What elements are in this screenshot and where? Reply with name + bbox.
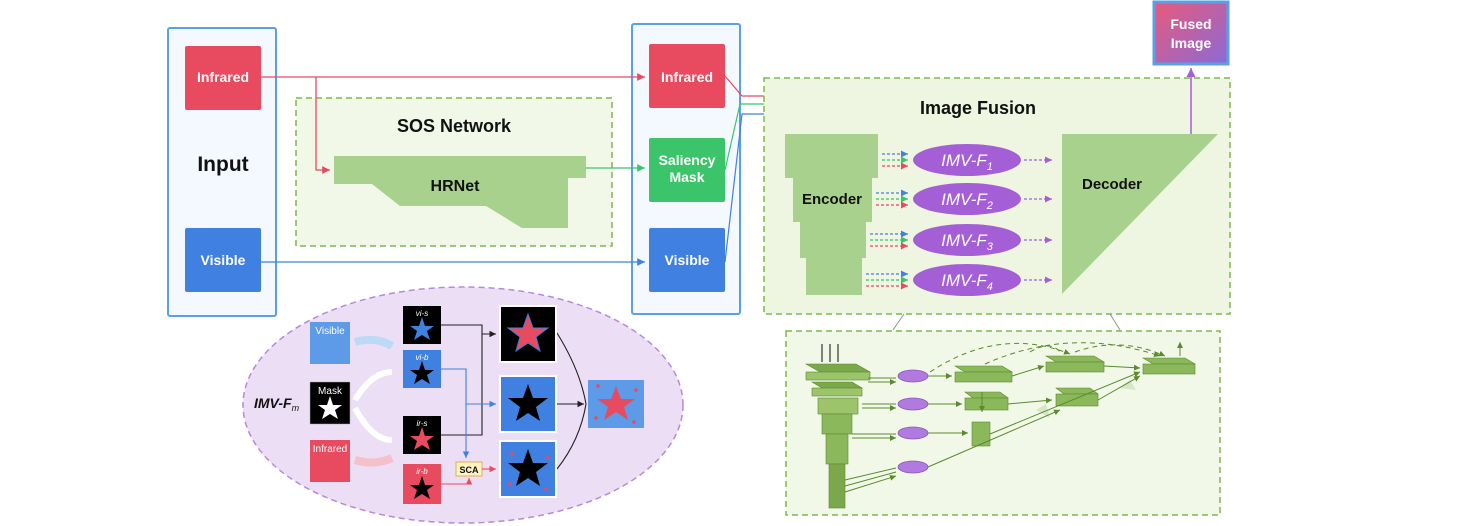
imv-f1: IMV-F1 (913, 144, 1021, 176)
decoder-block: Decoder (1062, 134, 1218, 294)
sos-network-panel: SOS Network HRNet (295, 97, 613, 247)
fusion-title: Image Fusion (920, 98, 1036, 118)
combined-salient-image (499, 305, 557, 363)
hrnet-block: HRNet (334, 156, 586, 228)
detail-imv-discs (897, 369, 929, 474)
imv-f3: IMV-F3 (913, 224, 1021, 256)
detail-connectors (441, 324, 587, 485)
combined-sca-image (499, 440, 557, 498)
combined-background-image (499, 375, 557, 433)
input-infrared-box: Infrared (185, 46, 261, 110)
imv-detail-title: IMV-F (254, 395, 292, 411)
detail-infrared-label: Infrared (313, 444, 347, 455)
middle-panel: Infrared Saliency Mask Visible (631, 23, 741, 315)
ir-s-tag: ir-s (417, 419, 428, 428)
detail-mask-box: Mask (309, 381, 351, 425)
input-visible-box: Visible (185, 228, 261, 292)
imv-f2-sub: 2 (986, 200, 993, 212)
input-panel: Infrared Input Visible (167, 27, 277, 317)
detail-decoder-blocks (953, 355, 1197, 447)
detail-visible-label: Visible (315, 326, 345, 337)
sos-title: SOS Network (397, 116, 512, 136)
hrnet-label: HRNet (431, 178, 481, 195)
saliency-mask-box: Saliency Mask (649, 138, 725, 202)
middle-visible-label: Visible (665, 252, 710, 268)
svg-text:IMV-F3: IMV-F3 (941, 231, 994, 253)
middle-visible-box: Visible (649, 228, 725, 292)
input-infrared-label: Infrared (197, 69, 249, 85)
ir-s-image: ir-s (403, 416, 441, 454)
sca-label: SCA (459, 465, 479, 475)
ir-b-tag: ir-b (416, 467, 428, 476)
decoder-label: Decoder (1082, 176, 1142, 193)
fused-label-line1: Fused (1170, 16, 1211, 32)
fused-detail-image (588, 380, 644, 428)
imv-f3-sub: 3 (987, 241, 994, 253)
ir-b-image: ir-b (403, 464, 441, 504)
detail-infrared-box: Infrared (310, 440, 350, 482)
vi-b-tag: vi-b (416, 353, 429, 362)
svg-text:IMV-F2: IMV-F2 (941, 190, 993, 212)
imv-f4: IMV-F4 (913, 264, 1021, 296)
sca-box: SCA (455, 461, 483, 477)
svg-text:IMV-Fm: IMV-Fm (254, 395, 300, 413)
detail-mask-label: Mask (318, 386, 343, 397)
detail-visible-box: Visible (310, 322, 350, 364)
imv-f3-base: IMV-F (941, 231, 988, 250)
network-detail-panel (785, 313, 1221, 516)
imv-f4-sub: 4 (987, 281, 993, 293)
vi-b-image: vi-b (403, 350, 441, 388)
middle-infrared-box: Infrared (649, 44, 725, 108)
encoder-label: Encoder (802, 191, 862, 208)
encoder-to-imv-arrows (866, 150, 908, 290)
imv-f2-base: IMV-F (941, 190, 988, 209)
fused-label-line2: Image (1171, 35, 1212, 51)
imv-f1-sub: 1 (987, 161, 993, 173)
svg-text:IMV-F4: IMV-F4 (941, 271, 993, 293)
input-visible-label: Visible (201, 252, 246, 268)
detail-skip-connections (929, 342, 1166, 373)
vi-s-image: vi-s (403, 306, 441, 344)
saliency-label-line2: Mask (669, 169, 704, 185)
imv-f1-base: IMV-F (941, 151, 988, 170)
middle-infrared-label: Infrared (661, 69, 713, 85)
detail-encoder-stack (804, 344, 872, 509)
vi-s-tag: vi-s (416, 309, 428, 318)
svg-text:IMV-F1: IMV-F1 (941, 151, 993, 173)
detail-network-arrows (844, 342, 1183, 493)
image-fusion-panel: Image Fusion Encoder Decoder IMV-F1 IMV-… (763, 77, 1231, 315)
imv-f4-base: IMV-F (941, 271, 988, 290)
imv-f2: IMV-F2 (913, 183, 1021, 215)
imv-detail-panel: IMV-Fm Visible Mask Infrared vi-s vi-b (242, 286, 684, 524)
encoder-block: Encoder (785, 134, 878, 295)
saliency-label-line1: Saliency (659, 152, 716, 168)
fused-image-box: Fused Image (1152, 0, 1230, 134)
imv-detail-title-sub: m (292, 403, 300, 413)
input-title: Input (197, 153, 248, 176)
input-connectors (261, 73, 645, 266)
